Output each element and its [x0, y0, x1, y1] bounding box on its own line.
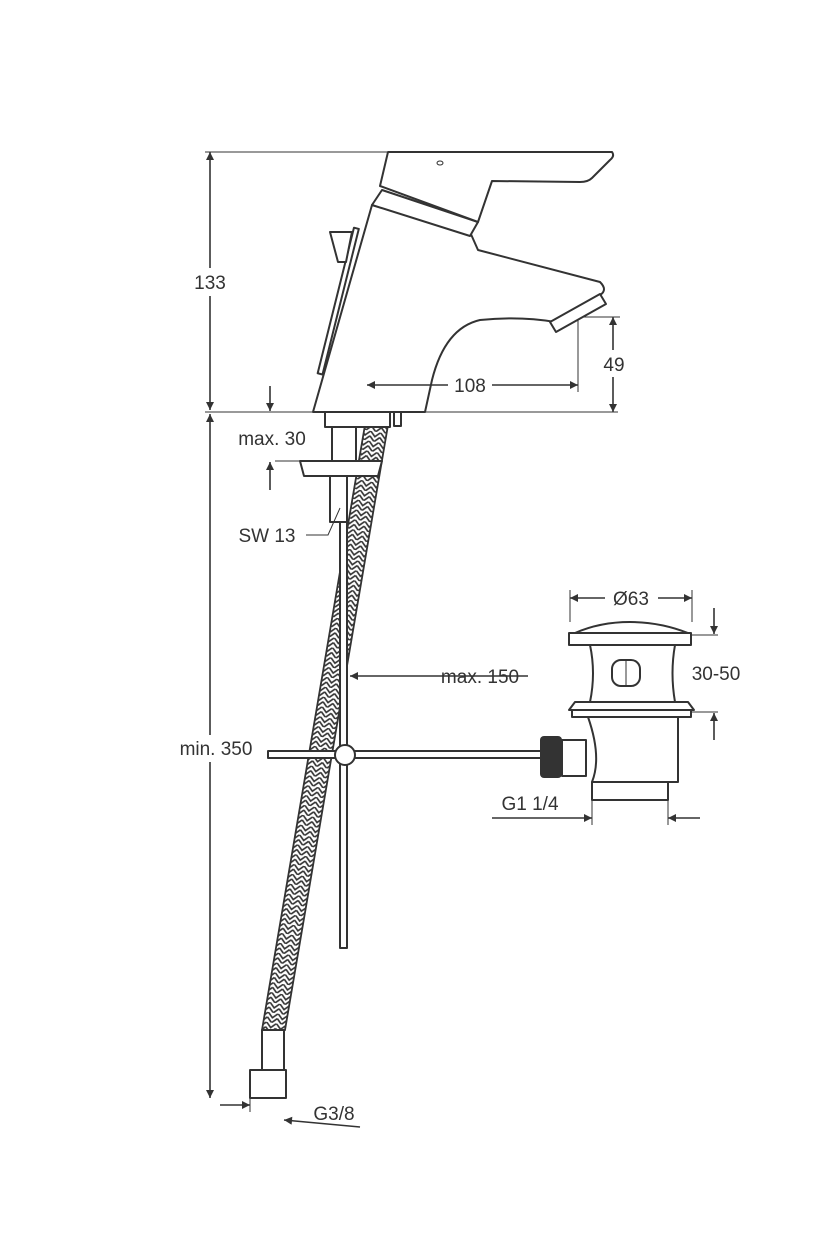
spout-height-label: 49 [603, 355, 624, 376]
waste-diameter-label: Ø63 [613, 589, 649, 610]
max-thickness-label: max. 30 [238, 429, 306, 450]
max-distance-label: max. 150 [441, 667, 519, 688]
faucet-body [299, 151, 615, 523]
waste-thread-label: G1 1/4 [501, 794, 558, 815]
hose-thread-label: G3/8 [313, 1104, 354, 1125]
spout-reach-label: 108 [454, 376, 486, 397]
dimension-lines [206, 152, 718, 1128]
hose-length-label: min. 350 [180, 739, 253, 760]
waste-fitting [540, 621, 695, 801]
height-133-label: 133 [194, 273, 226, 294]
flexible-hose [249, 424, 390, 1099]
waste-range-label: 30-50 [692, 664, 741, 685]
wrench-size-label: SW 13 [238, 526, 295, 547]
